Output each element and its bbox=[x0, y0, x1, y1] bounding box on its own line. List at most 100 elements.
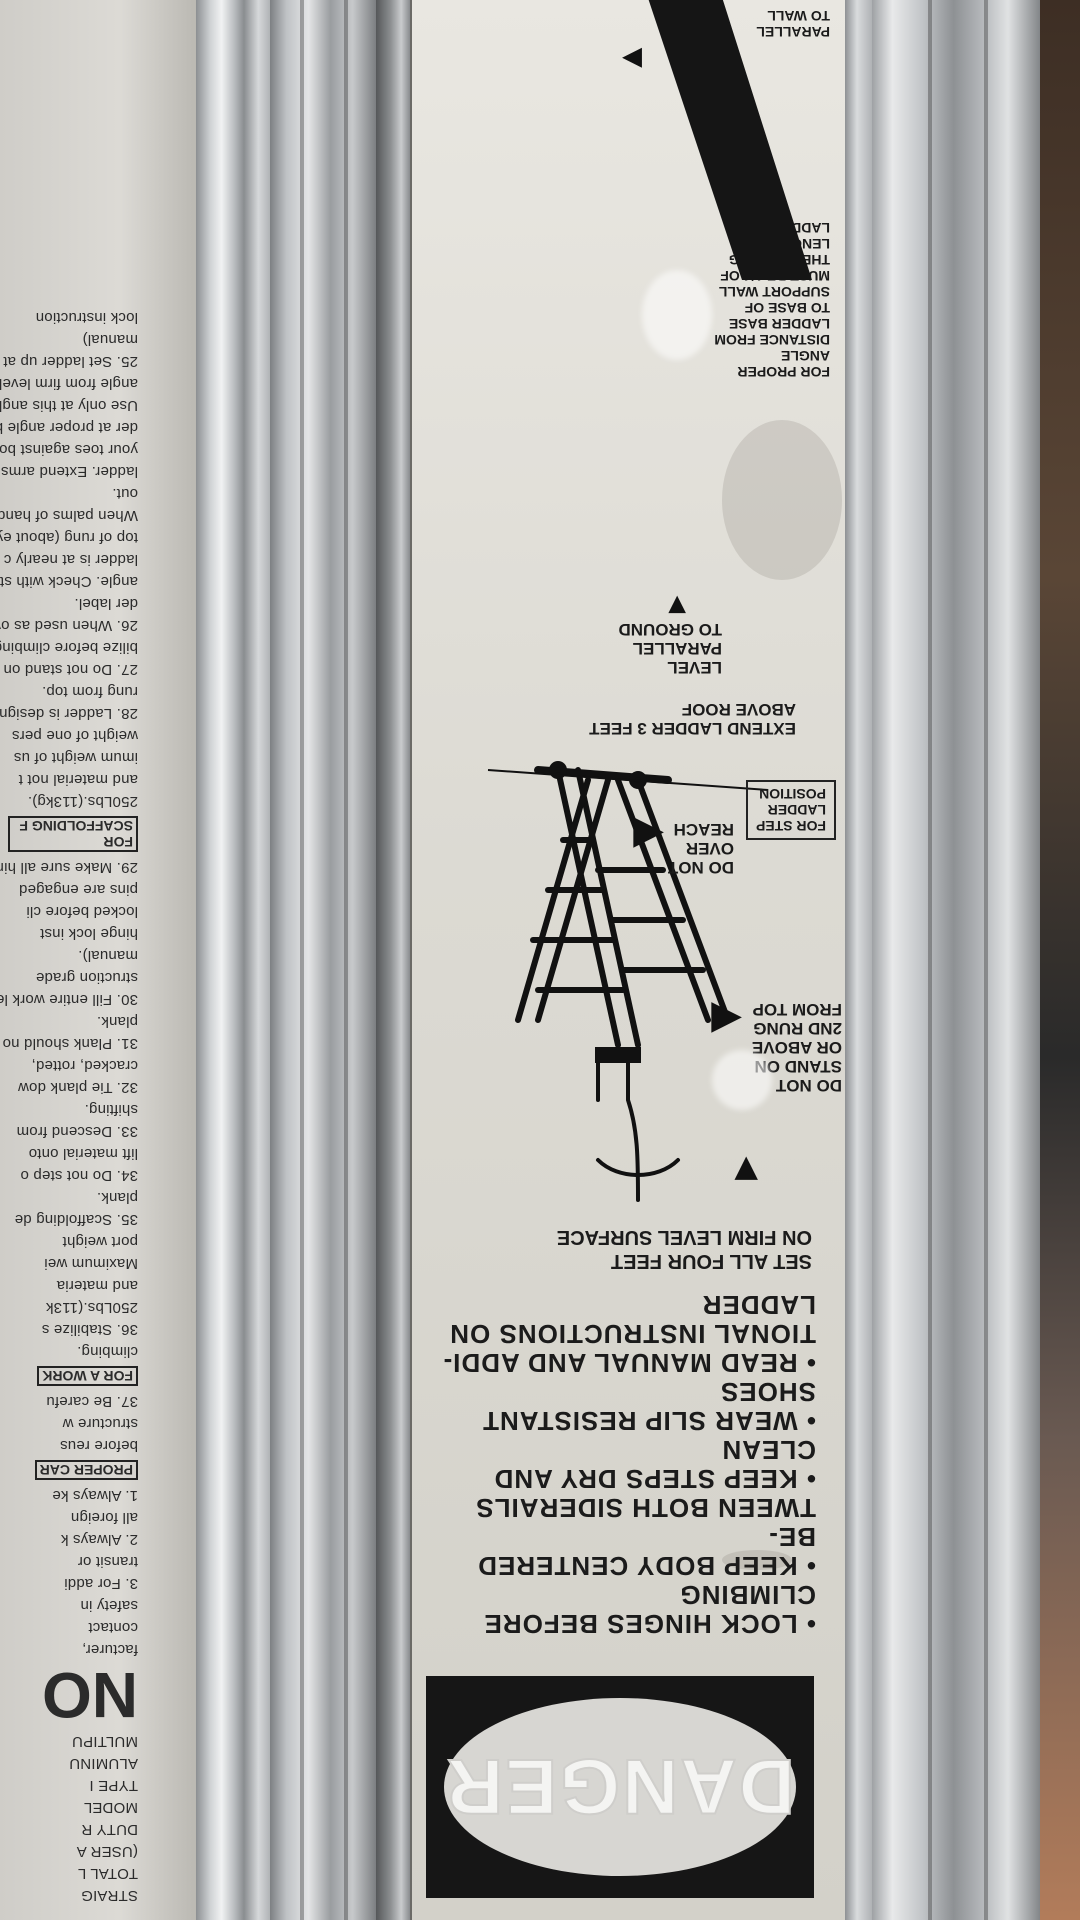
left-label-body-line: transit or bbox=[77, 1553, 138, 1570]
left-label-body-line: ladder. Extend arms str bbox=[0, 463, 138, 480]
step-position-line: FOR STEP bbox=[755, 818, 826, 834]
left-label-body-line: manual) bbox=[82, 331, 138, 348]
left-label-big-letters: NO bbox=[42, 1659, 138, 1731]
proper-angle-line: FOR PROPER bbox=[737, 364, 830, 380]
aluminum-rail-left bbox=[196, 0, 276, 1920]
left-label-body-line: hinge lock inst bbox=[39, 925, 138, 942]
left-label-body-line: shifting. bbox=[84, 1101, 139, 1118]
left-label-body-line: 32. Tie plank dow bbox=[17, 1079, 138, 1096]
left-label-body-line: before reus bbox=[59, 1437, 138, 1454]
left-label-body-line: 29. Make sure all hin bbox=[0, 859, 138, 876]
left-label-body-line: 1. Always ke bbox=[52, 1487, 138, 1504]
proper-angle-line: LADDER BASE bbox=[728, 316, 830, 332]
left-label-body-line: Maximum wei bbox=[44, 1255, 138, 1272]
danger-oval: DANGER bbox=[444, 1698, 796, 1876]
left-label-body-line: rung from top. bbox=[41, 683, 138, 700]
left-label-section-heading: FOR A WORK bbox=[37, 1366, 138, 1386]
aluminum-rail-right-edge bbox=[845, 0, 875, 1920]
left-label-body-line: 37. Be carefu bbox=[46, 1393, 138, 1410]
safety-rule-line: • READ MANUAL AND ADDI- bbox=[442, 1348, 816, 1378]
left-label-body-line: contact bbox=[88, 1619, 138, 1636]
left-label-body-line: and material not t bbox=[18, 771, 139, 788]
left-label-body-line: der at proper angle by pl bbox=[0, 419, 138, 436]
safety-rule-line: CLEAN bbox=[721, 1435, 816, 1465]
left-label-body-line: 2. Always k bbox=[60, 1531, 138, 1548]
left-label-body-line: 26. When used as overha bbox=[0, 617, 138, 634]
safety-rule-line: • LOCK HINGES BEFORE bbox=[483, 1609, 816, 1639]
step-ladder-illustration bbox=[487, 761, 769, 1202]
left-label-header-line: TYPE I bbox=[89, 1777, 138, 1794]
do-not-overreach-line: OVER bbox=[685, 839, 734, 858]
left-label-body-line: 27. Do not stand on or ab bbox=[0, 661, 138, 678]
left-label-body-line: 31. Plank should no bbox=[2, 1035, 138, 1052]
left-label-body-line: climbing. bbox=[77, 1343, 138, 1360]
left-label-body-line: 34. Do not step o bbox=[20, 1167, 138, 1184]
left-label-header-line: MODEL bbox=[83, 1799, 138, 1816]
left-label-body-line: locked before cli bbox=[26, 903, 138, 920]
aluminum-rail-left-inner bbox=[270, 0, 380, 1920]
left-label-body-line: 250Lbs.(113k bbox=[45, 1299, 138, 1316]
left-label-body-line: and materia bbox=[56, 1277, 138, 1294]
left-label-body-line: imum weight of us bbox=[13, 749, 138, 766]
do-not-stand-line: OR ABOVE bbox=[751, 1038, 842, 1057]
left-label-header-line: STRAIG bbox=[80, 1887, 138, 1904]
left-label-body-line: top of rung (about eye bbox=[0, 529, 138, 546]
left-label-header-line: ALUMINU bbox=[69, 1755, 138, 1772]
proper-angle-line: DISTANCE FROM bbox=[714, 332, 830, 348]
left-label-body-line: 30. Fill entire work le bbox=[0, 991, 138, 1008]
safety-rule-line: CLIMBING bbox=[679, 1580, 816, 1610]
safety-rule-line: • WEAR SLIP RESISTANT bbox=[482, 1406, 816, 1436]
do-not-stand-line: FROM TOP bbox=[752, 1000, 842, 1019]
left-label-body-line: 33. Descend from bbox=[16, 1123, 138, 1140]
left-label-header-line: TOTAL L bbox=[77, 1865, 138, 1882]
aluminum-rail-right bbox=[872, 0, 1042, 1920]
garage-background bbox=[1040, 0, 1080, 1920]
left-label-header-line: MULTIPU bbox=[71, 1733, 138, 1750]
safety-rule-line: SHOES bbox=[719, 1377, 816, 1407]
arrow-down-icon: ▼ bbox=[662, 589, 692, 622]
safety-rule-line: • KEEP STEPS DRY AND bbox=[493, 1464, 816, 1494]
step-position-line: POSITION bbox=[759, 786, 826, 802]
left-label-body-line: manual). bbox=[78, 947, 138, 964]
safety-rule-line: TIONAL INSTRUCTIONS ON bbox=[449, 1319, 816, 1349]
left-label-body-line: 250Lbs.(113kg). bbox=[27, 793, 138, 810]
step-position-line: LADDER bbox=[767, 802, 826, 818]
left-label-section-heading: FOR SCAFFOLDING F bbox=[8, 816, 138, 852]
left-label-body-line: safety in bbox=[80, 1597, 138, 1614]
left-label-body-line: angle from firm level grou bbox=[0, 375, 138, 392]
left-label-body-line: 3. For addi bbox=[64, 1575, 138, 1592]
safety-rule-line: LADDER bbox=[701, 1290, 816, 1320]
left-label-body-line: lift material onto bbox=[28, 1145, 138, 1162]
danger-header: DANGER bbox=[426, 1676, 814, 1898]
left-label-body-line: der label. bbox=[74, 595, 138, 612]
left-label-body-line: 28. Ladder is designed t bbox=[0, 705, 138, 722]
left-label-body-line: plank. bbox=[96, 1189, 138, 1206]
danger-text: DANGER bbox=[444, 1743, 796, 1833]
left-label-body-line: struction grade bbox=[35, 969, 138, 986]
left-label-body-line: port weight bbox=[62, 1233, 138, 1250]
left-label-body-line: pins are engaged bbox=[18, 881, 138, 898]
left-label-body-line: When palms of hands c bbox=[0, 507, 138, 524]
left-label-body-line: facturer, bbox=[82, 1641, 138, 1658]
left-label-body-line: your toes against botto bbox=[0, 441, 138, 458]
left-label-body-line: all foreign bbox=[70, 1509, 138, 1526]
do-not-overreach-line: DO NOT bbox=[667, 858, 734, 877]
proper-angle-line: ANGLE bbox=[781, 348, 830, 364]
level-parallel-line: PARALLEL bbox=[632, 639, 722, 658]
extend-ladder-line: ABOVE ROOF bbox=[681, 700, 796, 719]
left-label-section-heading: PROPER CAR bbox=[34, 1460, 138, 1480]
set-feet-line: SET ALL FOUR FEET bbox=[610, 1250, 812, 1272]
arrow-right-icon: ◀ bbox=[711, 998, 742, 1042]
extend-ladder-line: EXTEND LADDER 3 FEET bbox=[589, 719, 796, 738]
left-label-body-line: cracked, rotted, bbox=[31, 1057, 138, 1074]
